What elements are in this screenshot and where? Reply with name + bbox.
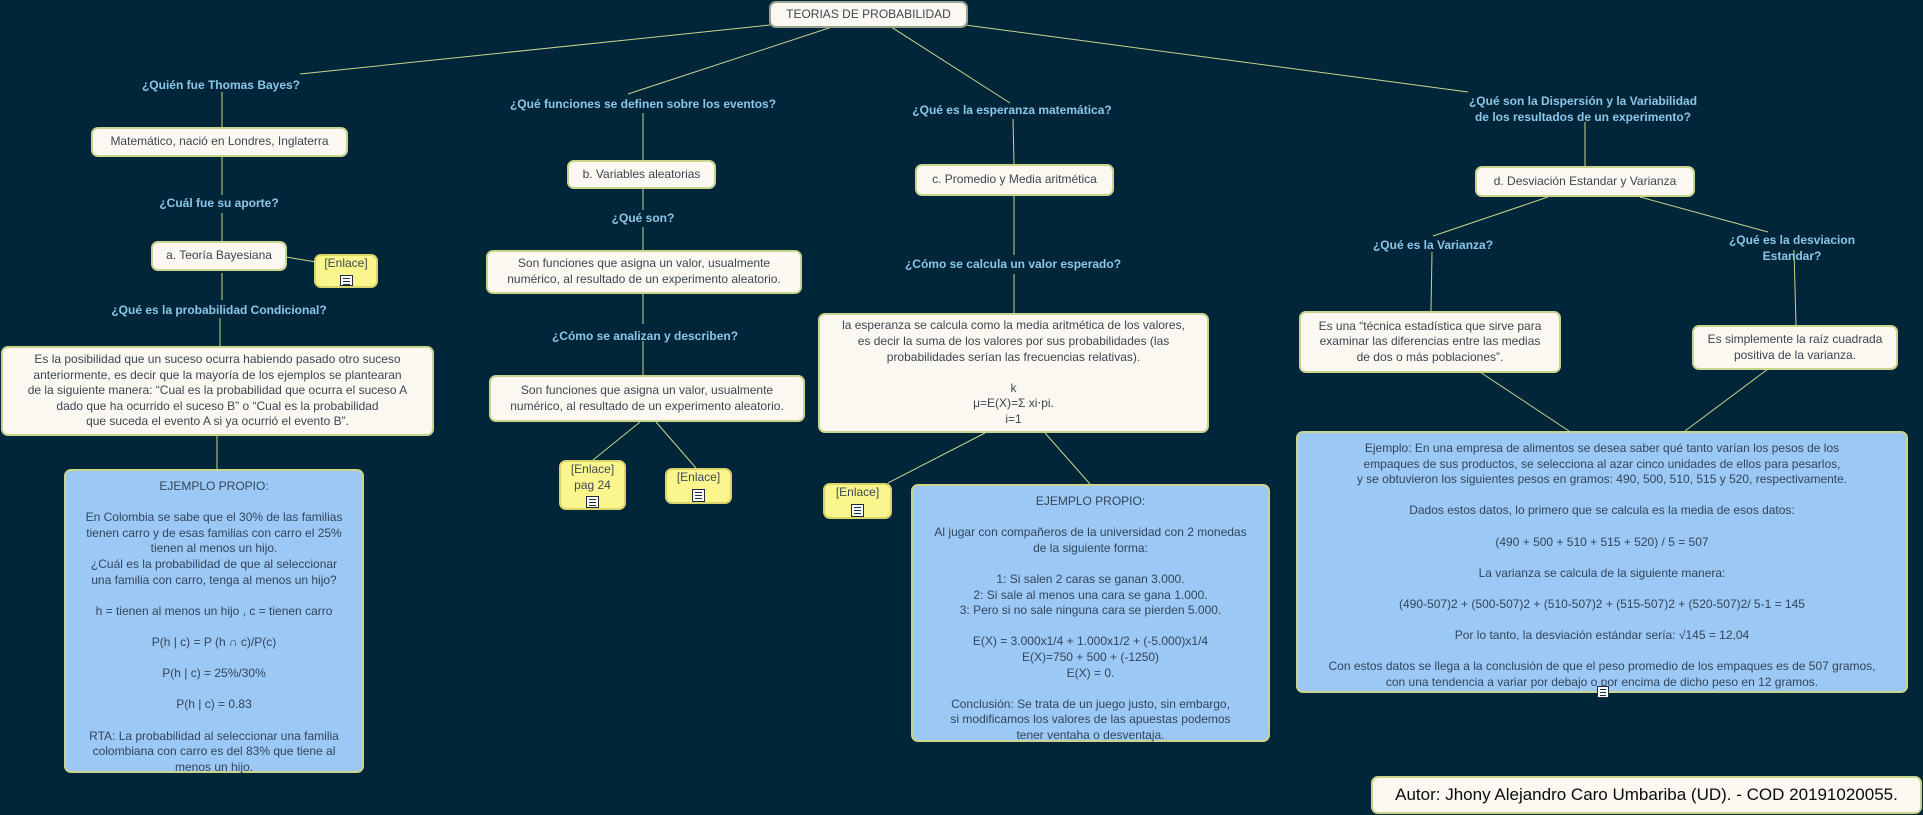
conditional-probability-answer-text: Es la posibilidad que un suceso ocurra h… <box>27 352 408 429</box>
conditional-probability-question: ¿Qué es la probabilidad Condicional? <box>111 303 327 317</box>
bayes-theory-text: a. Teoría Bayesiana <box>166 248 272 263</box>
random-variables-node: b. Variables aleatorias <box>567 160 716 189</box>
document-icon <box>851 503 864 517</box>
bayes-example-text: EJEMPLO PROPIO: En Colombia se sabe que … <box>85 479 343 774</box>
bayes-link[interactable]: [Enlace] <box>314 254 378 288</box>
std-deviation-answer-node: Es simplemente la raíz cuadrada positiva… <box>1692 325 1898 370</box>
bayes-contribution-question: ¿Cuál fue su aporte? <box>159 196 279 210</box>
expectation-example-node: EJEMPLO PROPIO: Al jugar con compañeros … <box>911 484 1270 742</box>
document-icon[interactable] <box>1597 686 1609 698</box>
document-icon <box>339 274 353 286</box>
functions-link-page24[interactable]: [Enlace] pag 24 <box>559 460 626 510</box>
bayes-answer-node: Matemático, nació en Londres, Inglaterra <box>91 127 348 157</box>
expectation-question: ¿Qué es la esperanza matemática? <box>912 103 1112 117</box>
bayes-example-node: EJEMPLO PROPIO: En Colombia se sabe que … <box>64 469 364 774</box>
expected-value-question: ¿Cómo se calcula un valor esperado? <box>904 257 1122 271</box>
expected-value-answer-node: la esperanza se calcula como la media ar… <box>818 313 1209 433</box>
random-variables-text: b. Variables aleatorias <box>582 166 701 181</box>
functions-question: ¿Qué funciones se definen sobre los even… <box>509 97 777 111</box>
how-analyzed-answer-text: Son funciones que asigna un valor, usual… <box>510 382 784 413</box>
bayes-link-text: [Enlace] <box>324 256 368 270</box>
dispersion-question: ¿Qué son la Dispersión y la Variabilidad… <box>1468 94 1698 124</box>
expectation-link-text: [Enlace] <box>835 485 880 500</box>
document-icon <box>692 488 705 502</box>
expected-value-answer-text: la esperanza se calcula como la media ar… <box>842 318 1185 426</box>
expectation-answer-node: c. Promedio y Media aritmética <box>915 164 1114 196</box>
how-analyzed-answer-node: Son funciones que asigna un valor, usual… <box>489 375 805 422</box>
author-text: Autor: Jhony Alejandro Caro Umbariba (UD… <box>1395 784 1898 804</box>
what-are-question: ¿Qué son? <box>611 211 675 225</box>
bayes-answer-text: Matemático, nació en Londres, Inglaterra <box>110 134 329 149</box>
dispersion-answer-text: d. Desviación Estandar y Varianza <box>1493 173 1677 188</box>
variance-question: ¿Qué es la Varianza? <box>1372 238 1494 252</box>
title-text: TEORIAS DE PROBABILIDAD <box>786 6 951 21</box>
conditional-probability-answer-node: Es la posibilidad que un suceso ocurra h… <box>1 346 434 436</box>
dispersion-answer-node: d. Desviación Estandar y Varianza <box>1475 166 1695 197</box>
bayes-question: ¿Quién fue Thomas Bayes? <box>141 78 301 92</box>
variance-answer-text: Es una “técnica estadística que sirve pa… <box>1318 318 1542 364</box>
bayes-theory-node: a. Teoría Bayesiana <box>151 241 287 271</box>
document-icon <box>586 496 599 508</box>
dispersion-example-text: Ejemplo: En una empresa de alimentos se … <box>1328 441 1876 689</box>
expectation-link[interactable]: [Enlace] <box>823 483 892 519</box>
std-deviation-answer-text: Es simplemente la raíz cuadrada positiva… <box>1707 331 1883 362</box>
dispersion-example-node: Ejemplo: En una empresa de alimentos se … <box>1296 431 1908 693</box>
how-analyzed-question: ¿Cómo se analizan y describen? <box>551 329 739 343</box>
std-deviation-question: ¿Qué es la desviacion Estandar? <box>1728 233 1856 263</box>
functions-link-text: [Enlace] <box>676 470 721 485</box>
variance-answer-node: Es una “técnica estadística que sirve pa… <box>1299 311 1561 373</box>
functions-link[interactable]: [Enlace] <box>665 468 732 504</box>
title-node: TEORIAS DE PROBABILIDAD <box>769 1 968 28</box>
what-are-answer-text: Son funciones que asigna un valor, usual… <box>507 256 781 286</box>
what-are-answer-node: Son funciones que asigna un valor, usual… <box>486 250 802 294</box>
functions-link-page24-text: [Enlace] pag 24 <box>570 462 615 492</box>
expectation-example-text: EJEMPLO PROPIO: Al jugar con compañeros … <box>934 494 1247 742</box>
expectation-answer-text: c. Promedio y Media aritmética <box>932 172 1097 187</box>
author-credit: Autor: Jhony Alejandro Caro Umbariba (UD… <box>1371 776 1922 814</box>
